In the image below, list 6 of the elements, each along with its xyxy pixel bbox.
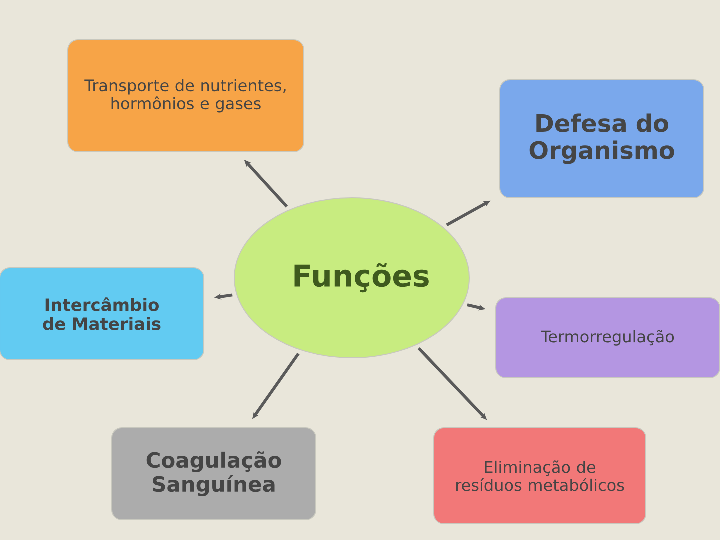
function-box: Defesa do Organismo (500, 80, 704, 198)
function-box: Transporte de nutrientes, hormônios e gases (68, 40, 304, 152)
function-box: Intercâmbio de Materiais (0, 268, 204, 360)
function-box: Coagulação Sanguínea (112, 428, 316, 520)
function-box: Eliminação de resíduos metabólicos (434, 428, 646, 524)
function-box: Termorregulação (496, 298, 720, 378)
